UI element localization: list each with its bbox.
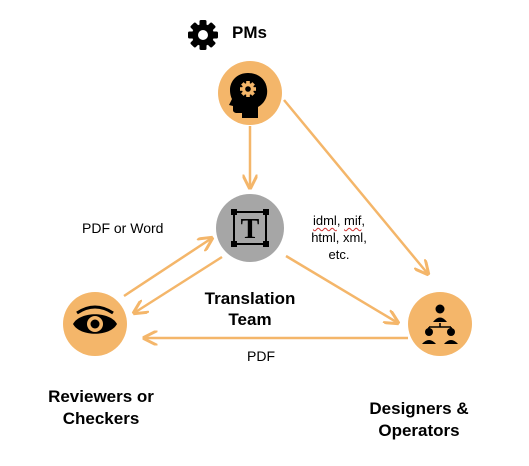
pms-label: PMs (232, 23, 267, 42)
file-formats-line-2: html, xml, (311, 230, 367, 245)
reviewers-label-line-2: Checkers (62, 409, 140, 428)
text-box-icon-letter: T (241, 214, 260, 245)
translation-team-label: Translation Team (190, 288, 310, 330)
edge-label-pdf-or-word: PDF or Word (82, 220, 164, 236)
gear-icon (188, 20, 218, 50)
edge-label-pdf: PDF (247, 348, 275, 364)
node-designers (408, 292, 472, 356)
arrow-pms-to-designers (283, 99, 428, 274)
format-mif: mif (344, 213, 362, 228)
arrows (123, 99, 428, 338)
translation-team-label-line-1: Translation (204, 289, 296, 308)
format-sep-1: , (336, 213, 345, 228)
node-reviewers (63, 292, 127, 356)
format-idml: idml (312, 213, 337, 228)
designers-label-line-1: Designers & (369, 399, 469, 418)
eye-icon (73, 305, 117, 334)
node-pms (218, 61, 282, 125)
reviewers-label: Reviewers or Checkers (36, 386, 166, 430)
reviewers-label-line-1: Reviewers or (48, 387, 154, 406)
node-translation-team: T (216, 194, 284, 262)
file-formats-line-3: etc. (328, 247, 350, 262)
edge-label-file-formats: idml, mif, html, xml, etc. (296, 212, 382, 263)
format-sep-2: , (361, 213, 366, 228)
designers-label-line-2: Operators (378, 421, 460, 440)
designers-label: Designers & Operators (354, 398, 484, 442)
translation-team-label-line-2: Team (228, 310, 272, 329)
arrow-translation-to-designers (285, 254, 398, 323)
team-hierarchy-icon (422, 304, 458, 344)
file-formats-line-1: idml, mif, (296, 212, 382, 229)
arrow-reviewers-to-translation (123, 238, 212, 298)
head-with-gear-icon (229, 73, 268, 118)
arrow-translation-to-reviewers (134, 255, 223, 313)
text-box-icon: T (231, 209, 269, 247)
